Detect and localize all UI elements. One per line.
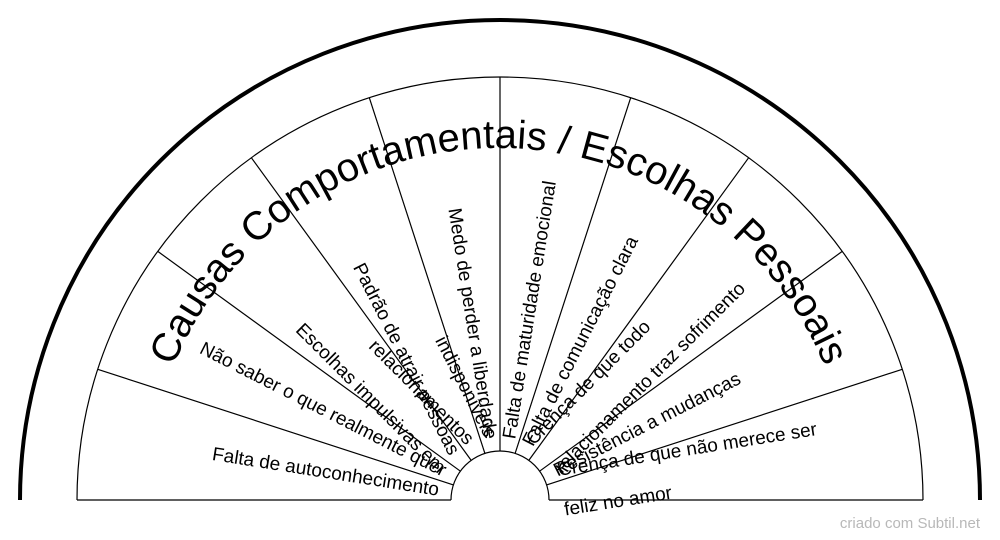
chart-title-text: Causas Comportamentais / Escolhas Pessoa…	[141, 113, 857, 370]
segment-label: feliz no amor	[563, 483, 674, 521]
segment-divider	[368, 97, 486, 454]
segment-divider	[539, 250, 843, 472]
segment-divider	[546, 368, 903, 486]
credit-text: criado com Subtil.net	[839, 515, 980, 532]
segment-divider	[528, 157, 750, 461]
segment-dividers	[97, 77, 903, 486]
outer-arc	[18, 18, 982, 501]
center-hub	[450, 450, 550, 501]
segment-divider	[97, 368, 454, 486]
segment-divider	[157, 250, 461, 472]
segment-divider	[250, 157, 472, 461]
chart-title: Causas Comportamentais / Escolhas Pessoa…	[141, 113, 857, 370]
segment-divider	[514, 97, 632, 454]
